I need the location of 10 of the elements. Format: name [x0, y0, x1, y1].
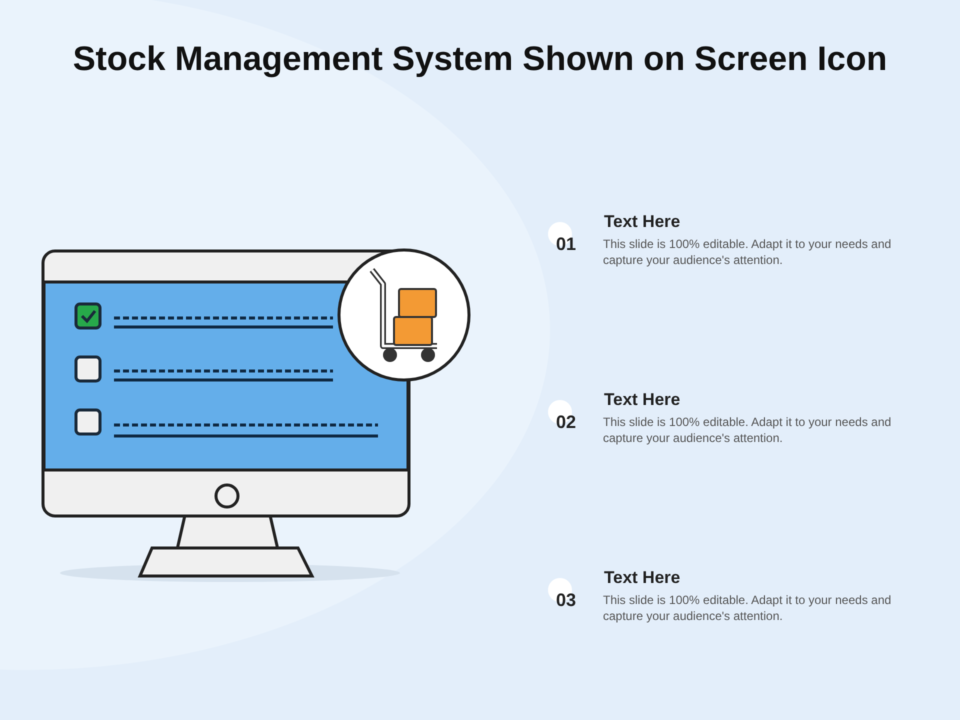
item-heading: Text Here: [604, 568, 680, 588]
item-description: This slide is 100% editable. Adapt it to your needs and capture your audience's attention.: [603, 414, 892, 446]
item-heading: Text Here: [604, 212, 680, 232]
item-description: This slide is 100% editable. Adapt it to your needs and capture your audience's attention.: [603, 236, 892, 268]
step-number: 03: [556, 590, 576, 611]
item-heading: Text Here: [604, 390, 680, 410]
step-number: 01: [556, 234, 576, 255]
step-number: 02: [556, 412, 576, 433]
slide-title: Stock Management System Shown on Screen Icon: [72, 40, 888, 79]
item-description: This slide is 100% editable. Adapt it to your needs and capture your audience's attention.: [603, 592, 892, 624]
